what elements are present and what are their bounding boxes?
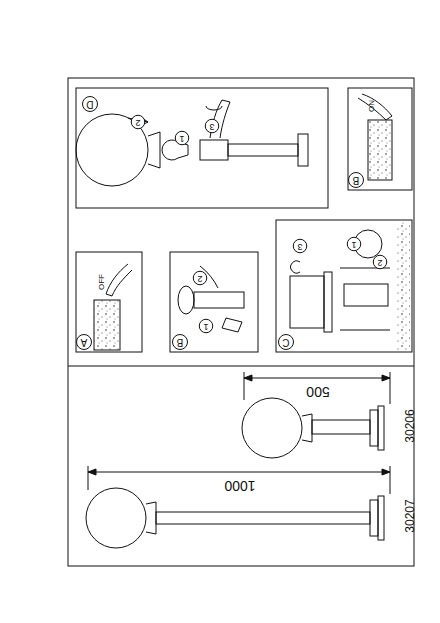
callout-ring [193,271,207,285]
callout-ring [131,115,145,129]
panel-c [276,220,412,352]
dimension: 500 [306,385,329,399]
callout-ring [77,335,92,350]
callout-number: 1 [351,240,356,249]
panel-a [76,252,142,352]
callout-number: OFF [98,274,106,290]
callout-ring [175,131,189,145]
callout-number: ON [368,100,376,112]
callout-number: 2 [135,118,140,127]
callout-ring [279,335,294,350]
callout-number: 3 [209,122,214,131]
callout-ring [205,119,219,133]
panel-b-small [348,88,412,190]
callout-number: C [282,337,289,347]
callout-number: B [177,337,184,347]
outer-frame [68,78,414,566]
callout-ring [83,97,98,112]
panel-d [76,88,328,208]
callout-ring [199,319,213,333]
callout-number: A [81,337,88,347]
panel-b [170,252,258,352]
callout-number: 1 [179,134,184,143]
callout-number: 2 [197,274,202,283]
callout-number: B [353,175,360,185]
callout-ring [349,173,364,188]
model-number: 30206 [404,409,416,442]
callout-number: 1 [203,322,208,331]
callout-number: D [86,99,93,109]
callout-number: 2 [377,258,382,267]
dimension: 1000 [224,479,255,493]
model-number: 30207 [404,499,416,532]
divider [68,366,414,367]
callout-number: 3 [297,242,302,251]
callout-ring [373,255,387,269]
callout-ring [293,239,307,253]
callout-ring [173,335,188,350]
callout-ring [347,237,361,251]
